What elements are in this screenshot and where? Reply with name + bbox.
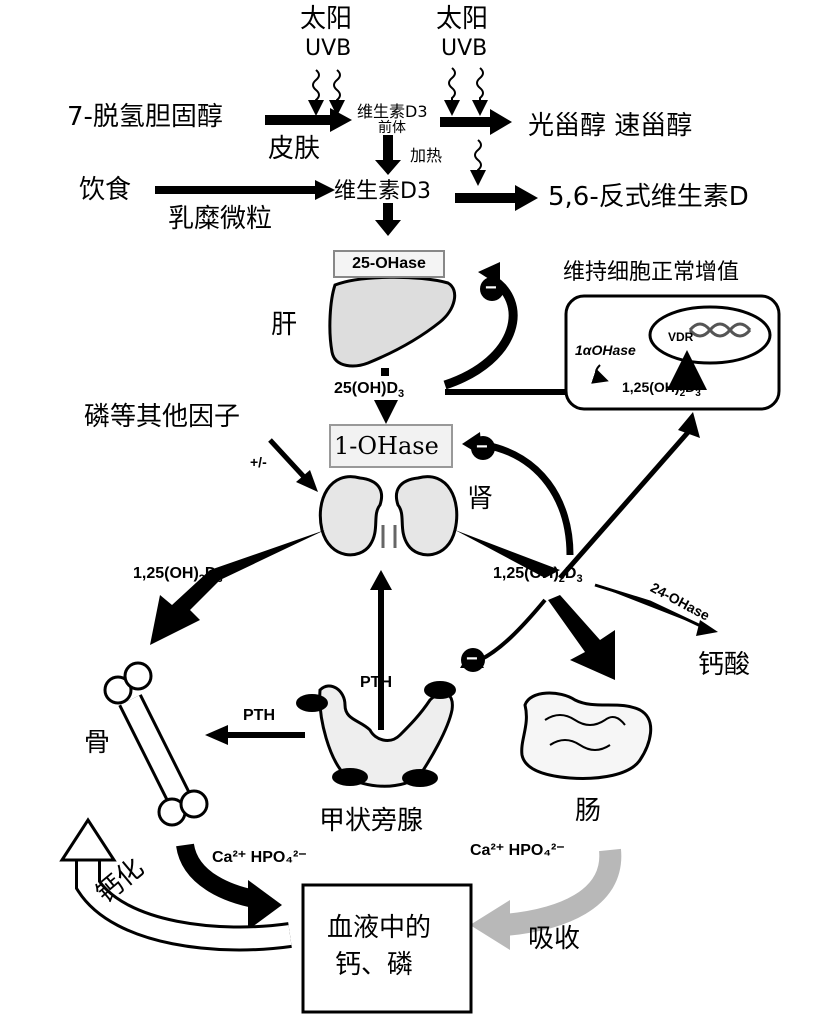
chylomicron-label: 乳糜微粒 (168, 204, 273, 234)
uvb-squiggles (308, 67, 488, 186)
pth-left-label: PTH (243, 707, 275, 724)
cell-product-label: 1,25(OH)2D3 (622, 379, 701, 399)
liver-label: 肝 (271, 310, 298, 340)
liver-product-label: 25(OH)D3 (334, 380, 405, 401)
synthesis-arrows (155, 108, 538, 236)
kidney-label: 肾 (467, 484, 494, 514)
photo-products-label: 光甾醇 速甾醇 (528, 111, 693, 141)
diet-label: 饮食 (79, 175, 132, 205)
uvb-right-label: UVB (441, 36, 488, 61)
right-hormone-label: 1,25(OH)2D3 (493, 565, 583, 586)
liver-shape (328, 275, 457, 368)
heat-label: 加热 (410, 146, 443, 165)
cell-enzyme-label: 1αOHase (575, 342, 636, 358)
blood-label-line2: 钙、磷 (335, 950, 414, 980)
trans-vitd-label: 5,6-反式维生素D (548, 182, 749, 212)
liver-enzyme-box: 25-OHase (333, 250, 445, 278)
degradation-product-label: 钙酸 (698, 650, 751, 680)
inhibit-symbol-kidney: − (476, 436, 488, 458)
vitd3-label: 维生素D3 (334, 179, 431, 204)
left-hormone-label: 1,25(OH)2D3 (133, 565, 223, 586)
kidney-factors-label: 磷等其他因子 (84, 402, 241, 432)
bone-label: 骨 (84, 728, 111, 758)
pth-up-label: PTH (360, 674, 392, 691)
sun-left-label: 太阳 (300, 4, 353, 34)
ion-left-label: Ca²⁺ HPO₄²⁻ (212, 849, 307, 866)
blood-label-line1: 血液中的 (327, 913, 432, 943)
arrow-to-bone (150, 530, 325, 645)
kidney-enzyme-label: 1-OHase (334, 432, 439, 460)
sun-right-label: 太阳 (436, 4, 489, 34)
intestine-label: 肠 (575, 796, 602, 826)
uvb-left-label: UVB (305, 36, 352, 61)
kidney-modifier-label: +/- (250, 454, 267, 470)
absorption-label: 吸收 (528, 924, 581, 954)
inhibit-markers (461, 277, 504, 672)
precursor-label-line1: 维生素D3 (357, 102, 428, 121)
kidney-shapes (318, 475, 459, 557)
vdr-label: VDR (668, 330, 694, 344)
inhibit-symbol-parathyroid: − (466, 648, 478, 670)
intestine-shape (520, 691, 653, 780)
arrow-to-intestine (548, 595, 615, 680)
precursor-source-label: 7-脱氢胆固醇 (67, 102, 223, 132)
dna-helix-icon (688, 322, 752, 338)
bone-shape (103, 661, 209, 827)
precursor-label-line2: 前体 (378, 120, 406, 136)
inhibit-symbol-liver: − (485, 277, 497, 299)
parathyroid-label: 甲状旁腺 (319, 806, 424, 836)
ion-right-label: Ca²⁺ HPO₄²⁻ (470, 842, 565, 859)
arrow-to-right (455, 530, 560, 578)
skin-label: 皮肤 (268, 134, 321, 164)
cell-title: 维持细胞正常增值 (563, 260, 740, 285)
